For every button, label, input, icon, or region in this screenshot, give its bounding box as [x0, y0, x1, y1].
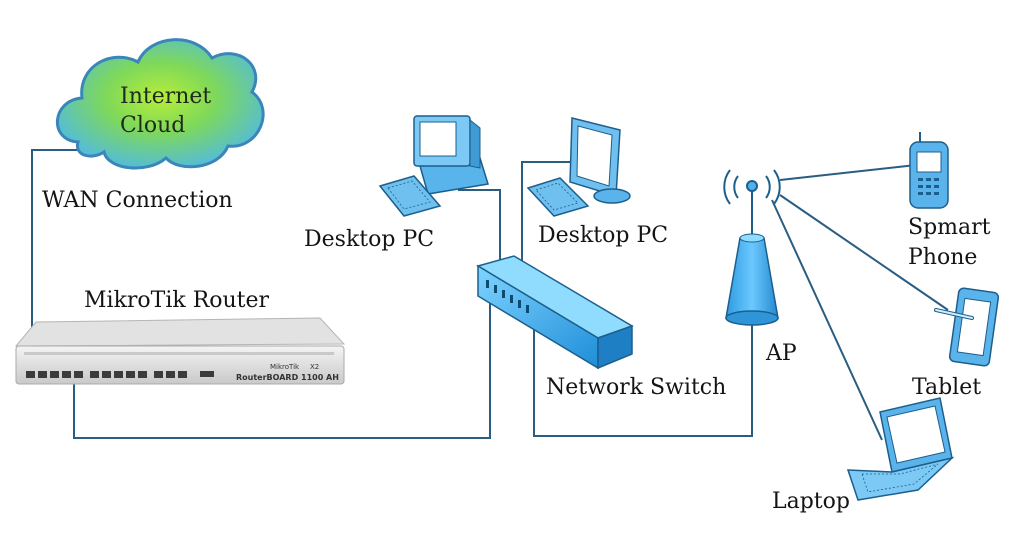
- wireless-signal-icon: [723, 169, 781, 205]
- mikrotik-router-device: MikroTik X2 RouterBOARD 1100 AH: [14, 317, 346, 385]
- ap-tablet-link-line: [779, 194, 949, 311]
- access-point-device: [725, 190, 779, 326]
- desktop1-switch-link-line: [458, 189, 501, 290]
- switch-ap-link-line: [533, 305, 753, 437]
- laptop-label: Laptop: [772, 489, 850, 514]
- smart-phone-device: [909, 132, 949, 209]
- desktop2-switch-link-line: [521, 161, 578, 300]
- router-switch-link-line: [73, 300, 491, 439]
- network-switch-device: [476, 255, 634, 370]
- smart-phone-label-line2: Phone: [908, 245, 978, 270]
- ap-laptop-link-line: [771, 199, 883, 441]
- switch-ports: [486, 280, 529, 313]
- desktop-pc-1-label: Desktop PC: [304, 227, 435, 252]
- router-vent-holes: [24, 352, 334, 355]
- internet-cloud: [55, 38, 265, 170]
- ap-phone-link-line: [779, 164, 917, 181]
- desktop-pc-2-label: Desktop PC: [538, 223, 669, 248]
- wireless-links: [771, 164, 949, 441]
- cloud-label-line2: Cloud: [120, 113, 186, 138]
- laptop-device: [846, 397, 955, 501]
- router-model-text: RouterBOARD 1100 AH: [236, 373, 339, 382]
- network-switch-label: Network Switch: [546, 375, 727, 400]
- router-brand-text: MikroTik: [270, 363, 300, 371]
- tablet-device: [934, 287, 1000, 367]
- mikrotik-router-label: MikroTik Router: [84, 288, 270, 313]
- router-ports: [26, 371, 214, 378]
- desktop-pc-1-device: [378, 115, 489, 217]
- wan-connection-label: WAN Connection: [42, 188, 233, 213]
- ap-label: AP: [766, 341, 797, 366]
- tablet-label: Tablet: [912, 375, 982, 400]
- cloud-label-line1: Internet: [120, 84, 212, 109]
- router-badge-text: X2: [310, 363, 319, 371]
- smart-phone-label-line1: Spmart: [908, 215, 991, 240]
- desktop-pc-2-device: [526, 117, 631, 217]
